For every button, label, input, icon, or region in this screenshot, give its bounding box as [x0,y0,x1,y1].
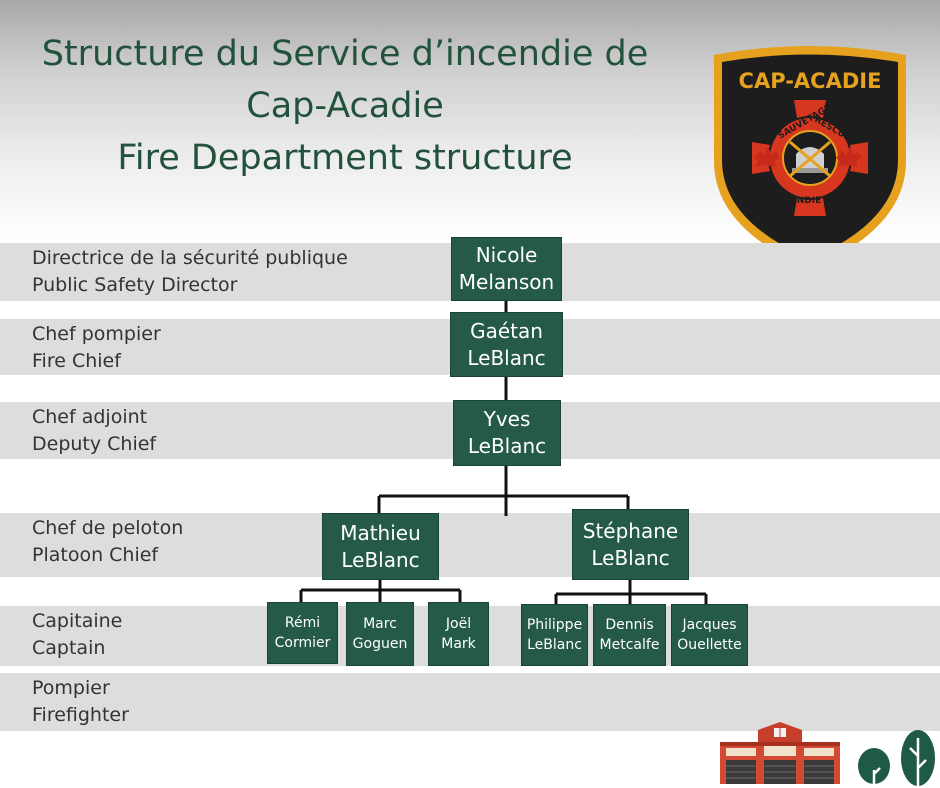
title-line-1: Structure du Service d’incendie de [41,34,649,74]
level-label-fr: Directrice de la sécurité publique [32,247,348,269]
node-captain: Rémi Cormier [267,602,338,664]
title-line-3: Fire Department structure [117,138,573,178]
node-deputy-chief: Yves LeBlanc [453,400,561,466]
level-label-fr: Chef adjoint [32,406,148,428]
node-last-name: LeBlanc [527,637,582,653]
node-fire-chief: Gaétan LeBlanc [450,312,563,377]
node-first-name: Philippe [526,617,583,633]
level-label-deputy-chief: Chef adjoint Deputy Chief [32,404,156,458]
badge-name: CAP-ACADIE [739,69,882,93]
level-band-platoon-chief: Chef de peloton Platoon Chief [0,513,940,577]
level-label-fire-chief: Chef pompier Fire Chief [32,321,161,375]
level-label-firefighter: Pompier Firefighter [32,675,129,729]
node-last-name: Melanson [458,270,555,294]
level-label-director: Directrice de la sécurité publique Publi… [32,245,348,299]
node-first-name: Mathieu [340,520,421,545]
level-label-fr: Pompier [32,677,110,699]
node-last-name: LeBlanc [341,547,420,572]
node-first-name: Nicole [475,243,538,267]
node-last-name: Metcalfe [599,637,660,653]
node-captain: Jacques Ouellette [671,604,748,666]
title-line-2: Cap-Acadie [246,86,444,126]
level-label-en: Captain [32,637,106,659]
level-label-en: Platoon Chief [32,544,159,566]
fire-department-badge-icon: CAP-ACADIE SAUVETAGE RESCUE INCENDIE FIR… [714,46,906,269]
level-label-en: Deputy Chief [32,433,157,455]
level-label-platoon-chief: Chef de peloton Platoon Chief [32,515,183,569]
node-captain: Joël Mark [428,602,489,666]
level-label-en: Fire Chief [32,350,121,372]
page-title: Structure du Service d’incendie de Cap-A… [0,28,690,184]
node-last-name: Mark [441,636,476,652]
node-last-name: LeBlanc [591,545,670,570]
node-last-name: Ouellette [677,637,742,653]
node-captain: Marc Goguen [346,602,414,666]
node-captain: Dennis Metcalfe [593,604,666,666]
node-platoon-chief-left: Mathieu LeBlanc [322,513,439,580]
tree-icon [858,730,935,786]
fire-station-icon [720,722,840,784]
node-first-name: Joël [445,616,472,632]
badge-ring-bottom: INCENDIE FIRE [773,196,847,206]
level-label-fr: Chef pompier [32,323,161,345]
node-first-name: Jacques [682,617,737,633]
level-band-firefighter: Pompier Firefighter [0,673,940,731]
node-captain: Philippe LeBlanc [521,604,588,666]
level-label-captain: Capitaine Captain [32,608,122,662]
node-first-name: Gaétan [470,318,543,343]
node-last-name: LeBlanc [467,345,546,370]
level-label-en: Public Safety Director [32,274,238,296]
node-first-name: Stéphane [582,518,679,543]
node-platoon-chief-right: Stéphane LeBlanc [572,509,689,580]
node-first-name: Yves [483,407,531,431]
node-public-safety-director: Nicole Melanson [451,237,562,301]
level-label-en: Firefighter [32,704,129,726]
node-last-name: Cormier [274,635,331,651]
node-last-name: LeBlanc [467,434,547,458]
node-first-name: Rémi [284,615,321,631]
node-first-name: Marc [363,616,397,632]
node-first-name: Dennis [605,617,654,633]
level-label-fr: Capitaine [32,610,123,632]
node-last-name: Goguen [352,636,408,652]
level-label-fr: Chef de peloton [32,517,184,539]
